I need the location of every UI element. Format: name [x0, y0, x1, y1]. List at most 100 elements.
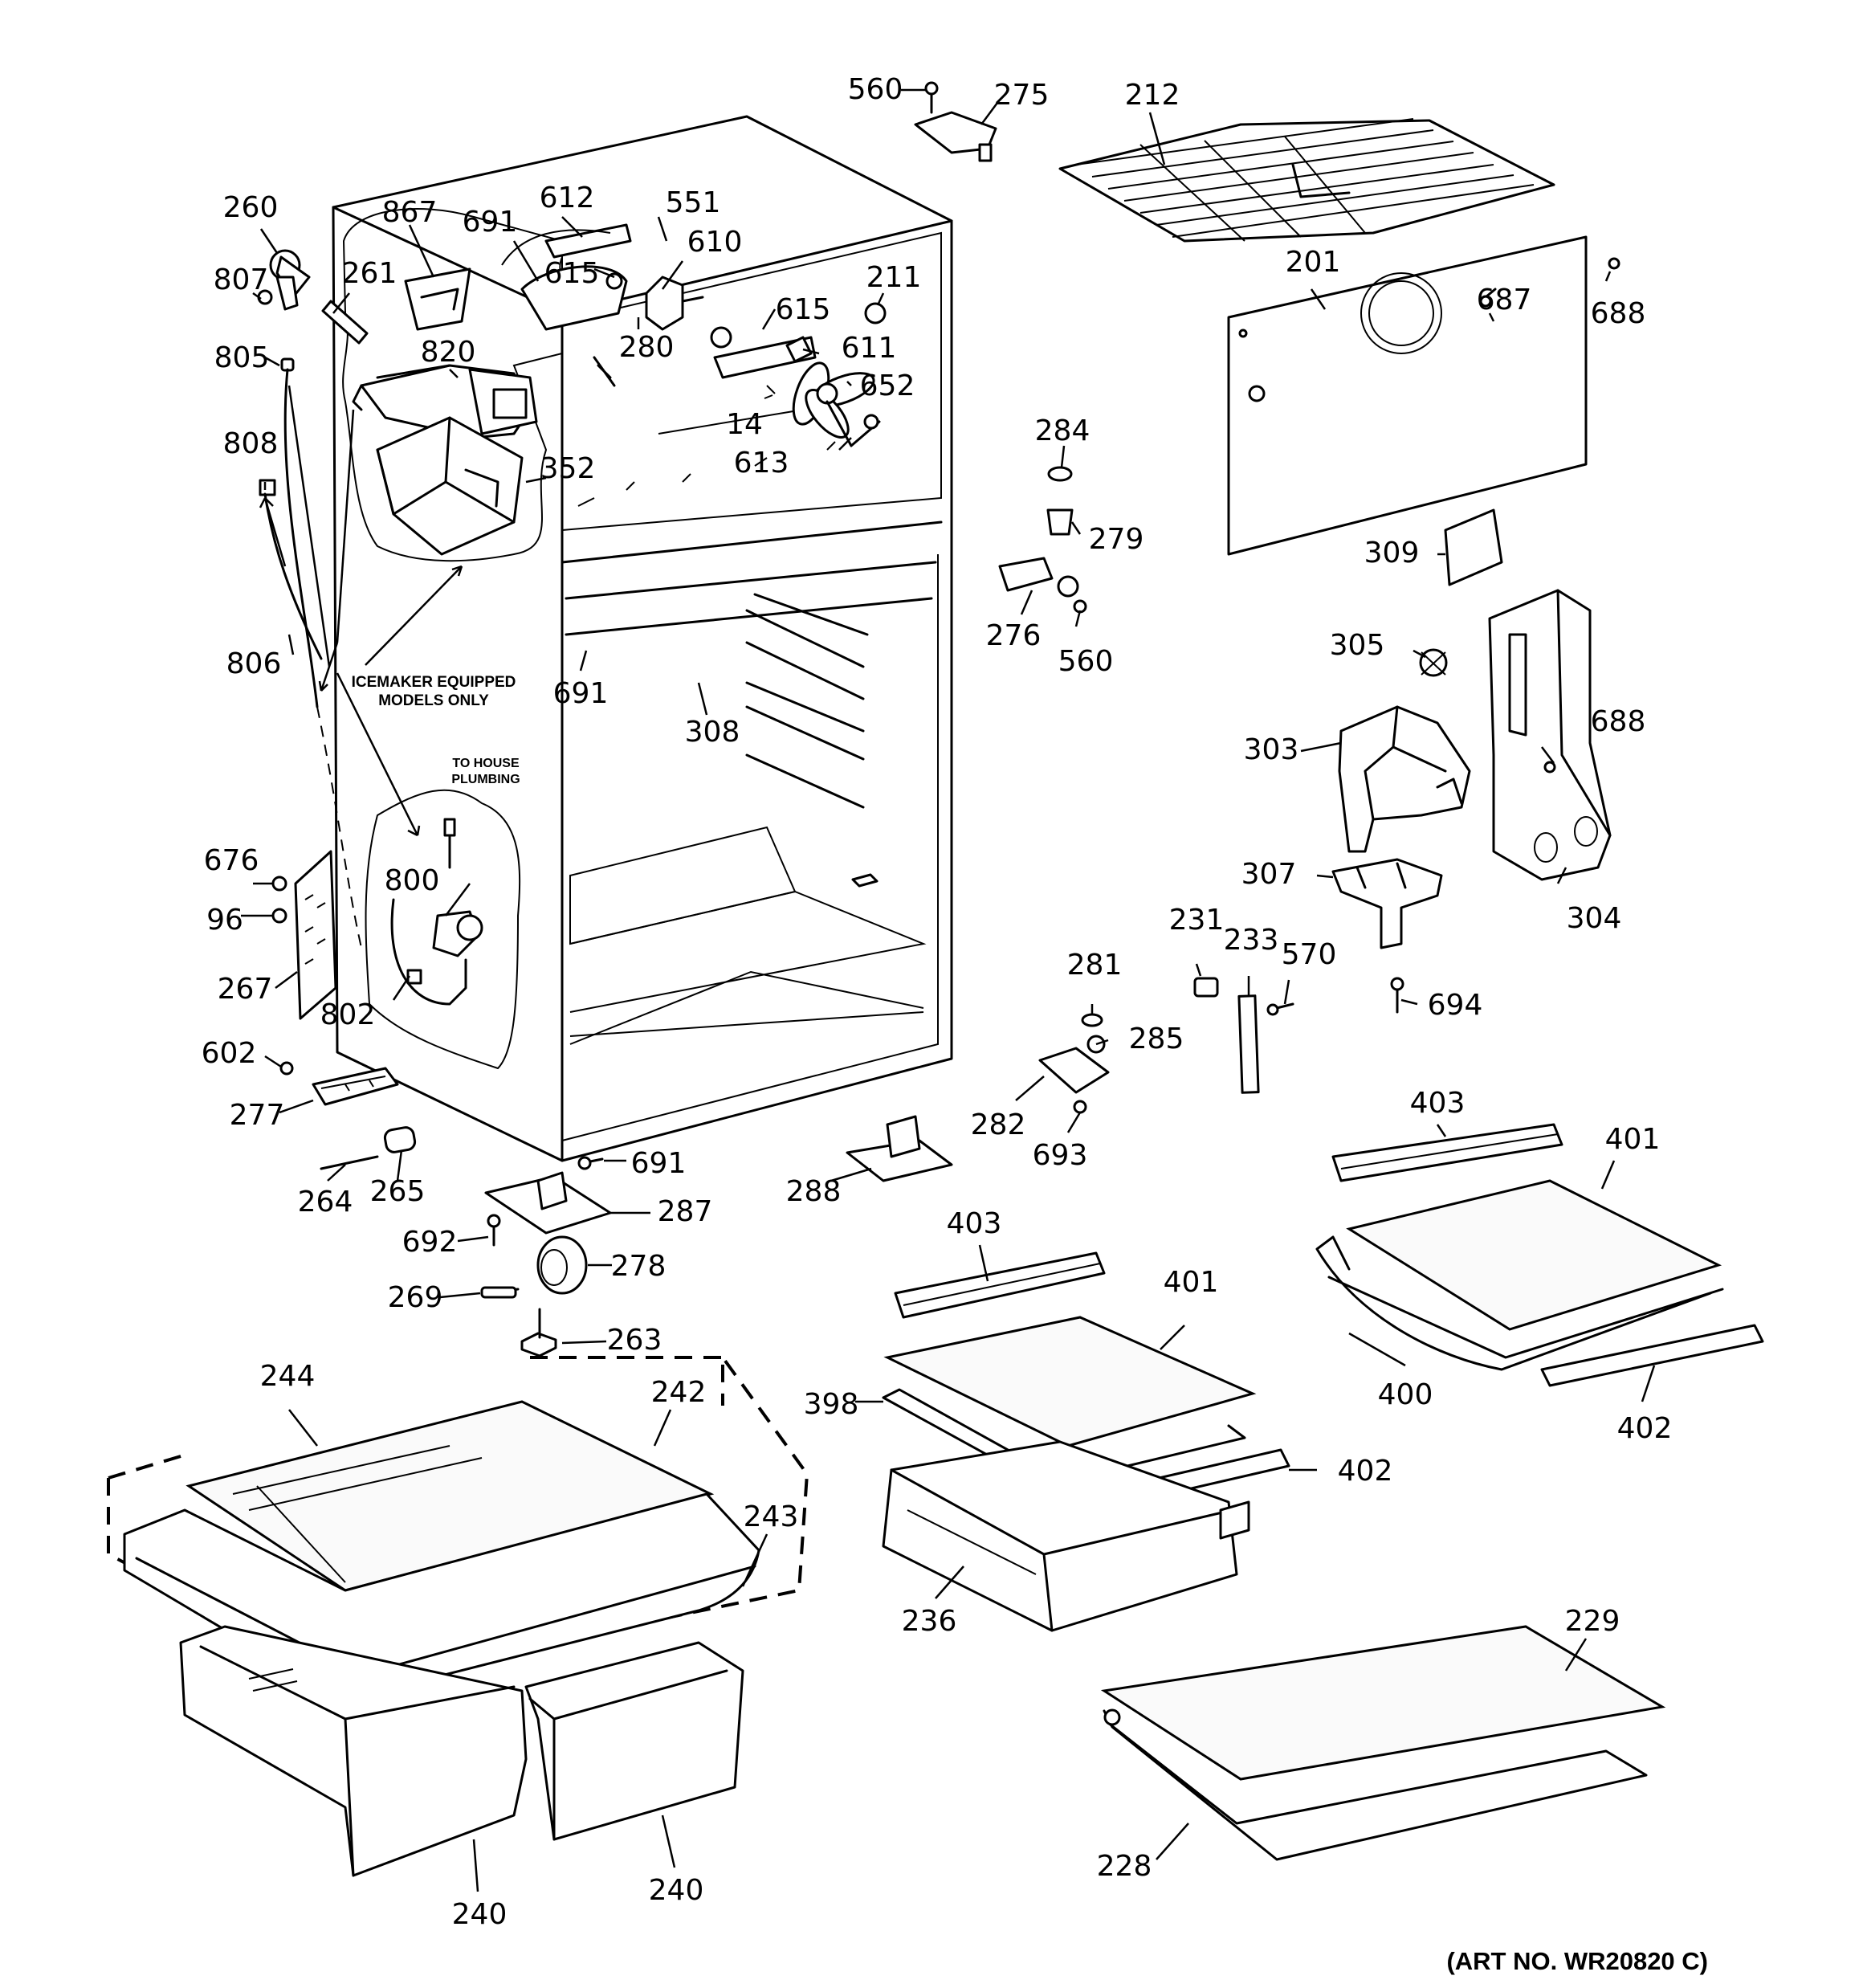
- part-label-287: 287: [658, 1195, 713, 1228]
- part-label-808: 808: [223, 427, 279, 460]
- part-label-305: 305: [1330, 629, 1385, 662]
- plumbing-note: TO HOUSE PLUMBING: [451, 757, 520, 786]
- crisper-pan-assembly: [107, 1352, 809, 1877]
- shelf-assembly-right: [1315, 1123, 1764, 1387]
- part-label-867: 867: [382, 196, 438, 229]
- icemaker-cutaway: [342, 208, 632, 562]
- part-label-615: 615: [544, 257, 600, 290]
- part-label-269: 269: [388, 1281, 443, 1314]
- part-label-400: 400: [1378, 1378, 1433, 1411]
- icemaker-note-arrows: [259, 385, 463, 837]
- part-label-242: 242: [651, 1376, 707, 1409]
- part-label-284: 284: [1035, 414, 1090, 447]
- cabinet: [332, 115, 953, 1162]
- part-label-308: 308: [685, 716, 740, 749]
- part-label-652: 652: [860, 369, 915, 402]
- part-label-240: 240: [649, 1874, 704, 1907]
- plumbing-note-line-1: TO HOUSE: [452, 757, 520, 770]
- part-label-691: 691: [553, 677, 609, 710]
- shelf-assembly-middle: [882, 1251, 1290, 1632]
- water-line-parts: [257, 249, 369, 1020]
- part-label-261: 261: [342, 257, 397, 290]
- part-label-612: 612: [540, 182, 595, 214]
- part-label-282: 282: [971, 1108, 1026, 1141]
- part-label-694: 694: [1428, 989, 1483, 1022]
- part-label-615: 615: [776, 293, 831, 326]
- part-label-403: 403: [1410, 1087, 1466, 1120]
- part-label-691: 691: [631, 1147, 687, 1180]
- part-label-570: 570: [1282, 938, 1337, 971]
- crisper-cover-assembly: [1100, 1625, 1666, 1861]
- part-label-96: 96: [206, 904, 243, 937]
- part-label-805: 805: [214, 341, 270, 374]
- part-label-402: 402: [1338, 1455, 1393, 1488]
- part-label-352: 352: [540, 452, 596, 485]
- part-label-201: 201: [1286, 246, 1341, 279]
- evaporator-fan-assembly: [593, 276, 887, 447]
- part-label-276: 276: [986, 619, 1042, 652]
- part-label-687: 687: [1477, 284, 1532, 316]
- icemaker-note-line-1: ICEMAKER EQUIPPED: [352, 674, 516, 691]
- part-label-231: 231: [1169, 904, 1225, 937]
- part-label-243: 243: [744, 1500, 799, 1533]
- part-label-560: 560: [848, 73, 903, 106]
- part-label-285: 285: [1129, 1023, 1184, 1055]
- freezer-shelf-and-cover: [1058, 118, 1620, 586]
- part-label-309: 309: [1364, 537, 1420, 569]
- icemaker-note-line-2: MODELS ONLY: [378, 692, 489, 709]
- part-label-807: 807: [214, 263, 269, 296]
- part-label-229: 229: [1565, 1605, 1620, 1638]
- part-label-693: 693: [1033, 1139, 1088, 1172]
- part-label-401: 401: [1605, 1123, 1661, 1156]
- hinges-and-small-parts: [846, 81, 1294, 1182]
- part-label-288: 288: [786, 1175, 842, 1208]
- part-label-802: 802: [320, 998, 376, 1031]
- part-label-401: 401: [1164, 1266, 1219, 1299]
- part-label-211: 211: [866, 261, 922, 294]
- part-label-613: 613: [734, 447, 789, 480]
- part-label-611: 611: [842, 332, 897, 365]
- part-label-265: 265: [370, 1175, 426, 1208]
- part-label-277: 277: [230, 1099, 285, 1132]
- part-label-676: 676: [204, 844, 259, 877]
- part-label-402: 402: [1617, 1412, 1673, 1445]
- part-label-304: 304: [1567, 902, 1622, 935]
- part-label-240: 240: [452, 1898, 508, 1931]
- part-label-279: 279: [1089, 523, 1144, 556]
- cabinet-bottom-parts: [279, 1061, 612, 1357]
- part-label-800: 800: [385, 864, 440, 897]
- part-label-14: 14: [726, 408, 763, 441]
- part-label-560: 560: [1058, 645, 1114, 678]
- part-label-264: 264: [298, 1186, 353, 1219]
- part-label-398: 398: [804, 1388, 859, 1421]
- part-label-806: 806: [226, 647, 282, 680]
- part-label-820: 820: [421, 336, 476, 369]
- part-label-278: 278: [611, 1250, 667, 1283]
- plumbing-note-line-2: PLUMBING: [451, 773, 520, 786]
- part-label-236: 236: [902, 1605, 957, 1638]
- part-labels: 560 275 212 260 867 691 612 551 610 201 …: [202, 73, 1673, 1931]
- part-label-610: 610: [687, 226, 743, 259]
- water-valve-cutaway: [365, 789, 521, 1070]
- part-label-281: 281: [1067, 949, 1123, 982]
- part-label-267: 267: [218, 973, 273, 1006]
- part-label-551: 551: [666, 186, 721, 219]
- dispenser-parts: [1331, 589, 1612, 1014]
- part-label-212: 212: [1125, 79, 1180, 112]
- part-label-275: 275: [994, 79, 1050, 112]
- part-label-244: 244: [260, 1360, 316, 1393]
- part-label-688: 688: [1591, 297, 1646, 330]
- icemaker-note: ICEMAKER EQUIPPED MODELS ONLY: [352, 674, 516, 709]
- part-label-602: 602: [202, 1037, 257, 1070]
- part-label-692: 692: [402, 1226, 458, 1259]
- part-label-403: 403: [947, 1207, 1002, 1240]
- part-label-233: 233: [1224, 924, 1279, 957]
- part-label-307: 307: [1241, 858, 1297, 891]
- part-label-228: 228: [1097, 1850, 1152, 1883]
- part-label-263: 263: [607, 1324, 662, 1357]
- art-number: (ART NO. WR20820 C): [1446, 1947, 1708, 1975]
- part-label-691: 691: [463, 206, 518, 239]
- part-label-303: 303: [1244, 733, 1299, 766]
- leader-lines: [241, 88, 1656, 1892]
